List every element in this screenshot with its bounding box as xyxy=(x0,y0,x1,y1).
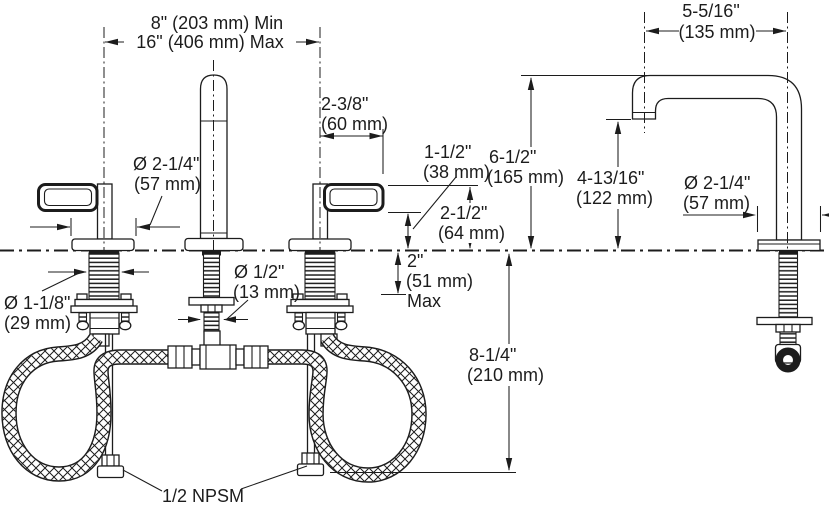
spout-body-front xyxy=(199,74,228,240)
label-spout-reach: 5-5/16" xyxy=(682,1,739,21)
label-spout-height: 6-1/2" xyxy=(489,147,536,167)
tee-left-nut-facets xyxy=(175,346,185,368)
right-valve-body xyxy=(305,311,336,335)
left-bolt-head xyxy=(118,320,132,331)
left-threaded-shank xyxy=(88,252,120,300)
spout-flange-side xyxy=(757,239,821,252)
right-washer-tab xyxy=(336,293,348,301)
label-deck-max: 2" xyxy=(407,251,423,271)
right-handle-paddle-inset xyxy=(329,188,378,207)
right-bolt-head xyxy=(292,320,306,331)
side-nut xyxy=(775,323,801,333)
label-spread-max: 16" (406 mm) Max xyxy=(136,32,283,52)
label-handle-height-mm: (64 mm) xyxy=(438,223,505,243)
dimension-labels: 8" (203 mm) Min 16" (406 mm) Max 2-3/8" … xyxy=(4,1,756,506)
right-valve-detail xyxy=(306,317,335,330)
label-spout-clearance-mm: (122 mm) xyxy=(576,188,653,208)
side-lower-threads xyxy=(779,331,797,346)
right-handle-paddle xyxy=(323,183,385,212)
left-braided-hose xyxy=(1,333,170,482)
label-spread-min: 8" (203 mm) Min xyxy=(151,13,283,33)
left-washer-tab xyxy=(120,293,132,301)
side-washer xyxy=(756,316,813,326)
label-flange-dia: Ø 2-1/4" xyxy=(133,154,199,174)
label-side-flange-dia-mm: (57 mm) xyxy=(683,193,750,213)
left-valve-detail xyxy=(90,317,119,330)
label-spout-shank-dia-mm: (13 mm) xyxy=(233,282,300,302)
left-bolt-head xyxy=(76,320,90,331)
dim-deck-max-line xyxy=(381,253,406,296)
left-handle-stem xyxy=(96,183,113,240)
spout-lower-threads xyxy=(203,311,220,333)
tee-riser xyxy=(203,330,221,347)
right-bolt-head xyxy=(334,320,348,331)
label-shank-dia: Ø 1-1/8" xyxy=(4,293,70,313)
spout-nut-facets xyxy=(207,305,216,312)
dimension-annotations xyxy=(30,12,829,492)
spout-threaded-shank xyxy=(202,252,221,299)
left-washer xyxy=(74,298,134,307)
side-hose-end xyxy=(775,347,801,373)
left-supply-fitting xyxy=(96,454,125,479)
side-threaded-shank xyxy=(778,252,799,319)
left-handle-flange xyxy=(71,238,135,252)
label-handle-gap: 1-1/2" xyxy=(424,142,471,162)
side-view xyxy=(631,74,821,373)
front-view-under-deck xyxy=(1,252,427,483)
left-washer-tab xyxy=(76,293,88,301)
label-deck-max-mm: (51 mm) xyxy=(406,271,473,291)
right-supply-fitting xyxy=(296,452,325,477)
left-handle-paddle-inset xyxy=(43,188,93,207)
label-handle-width-mm: (60 mm) xyxy=(321,114,388,134)
label-supply-length: 8-1/4" xyxy=(469,345,516,365)
tee-left-nut xyxy=(167,345,193,369)
label-spout-reach-mm: (135 mm) xyxy=(678,22,755,42)
dim-flange-front-line xyxy=(30,195,180,236)
label-spout-shank-dia: Ø 1/2" xyxy=(234,262,284,282)
left-mounting-plate xyxy=(70,305,138,314)
label-handle-width: 2-3/8" xyxy=(321,94,368,114)
label-handle-height: 2-1/2" xyxy=(440,203,487,223)
npsm-leader-lines xyxy=(122,465,308,492)
right-mounting-plate xyxy=(286,305,354,314)
tee-body-detail xyxy=(205,345,231,369)
left-handle-paddle xyxy=(37,183,99,212)
tee-fitting xyxy=(167,330,269,370)
tee-right-collar xyxy=(235,348,245,366)
right-braided-hose xyxy=(252,333,427,483)
side-nut-facets xyxy=(783,324,793,332)
right-threaded-shank xyxy=(304,252,336,300)
tee-body xyxy=(199,344,237,370)
label-spout-clearance: 4-13/16" xyxy=(577,168,644,188)
spout-washer xyxy=(188,296,235,306)
tee-right-nut xyxy=(243,345,269,369)
label-supply-thread: 1/2 NPSM xyxy=(162,486,244,506)
label-shank-dia-mm: (29 mm) xyxy=(4,313,71,333)
tee-right-nut-facets xyxy=(251,346,261,368)
tee-left-collar xyxy=(191,348,201,366)
label-supply-length-mm: (210 mm) xyxy=(467,365,544,385)
label-deck-max-note: Max xyxy=(407,291,441,311)
left-valve-body xyxy=(89,311,120,335)
label-flange-dia-mm: (57 mm) xyxy=(134,174,201,194)
label-spout-height-mm: (165 mm) xyxy=(487,167,564,187)
spout-nut xyxy=(200,304,223,313)
label-side-flange-dia: Ø 2-1/4" xyxy=(684,173,750,193)
label-handle-gap-mm: (38 mm) xyxy=(423,162,490,182)
